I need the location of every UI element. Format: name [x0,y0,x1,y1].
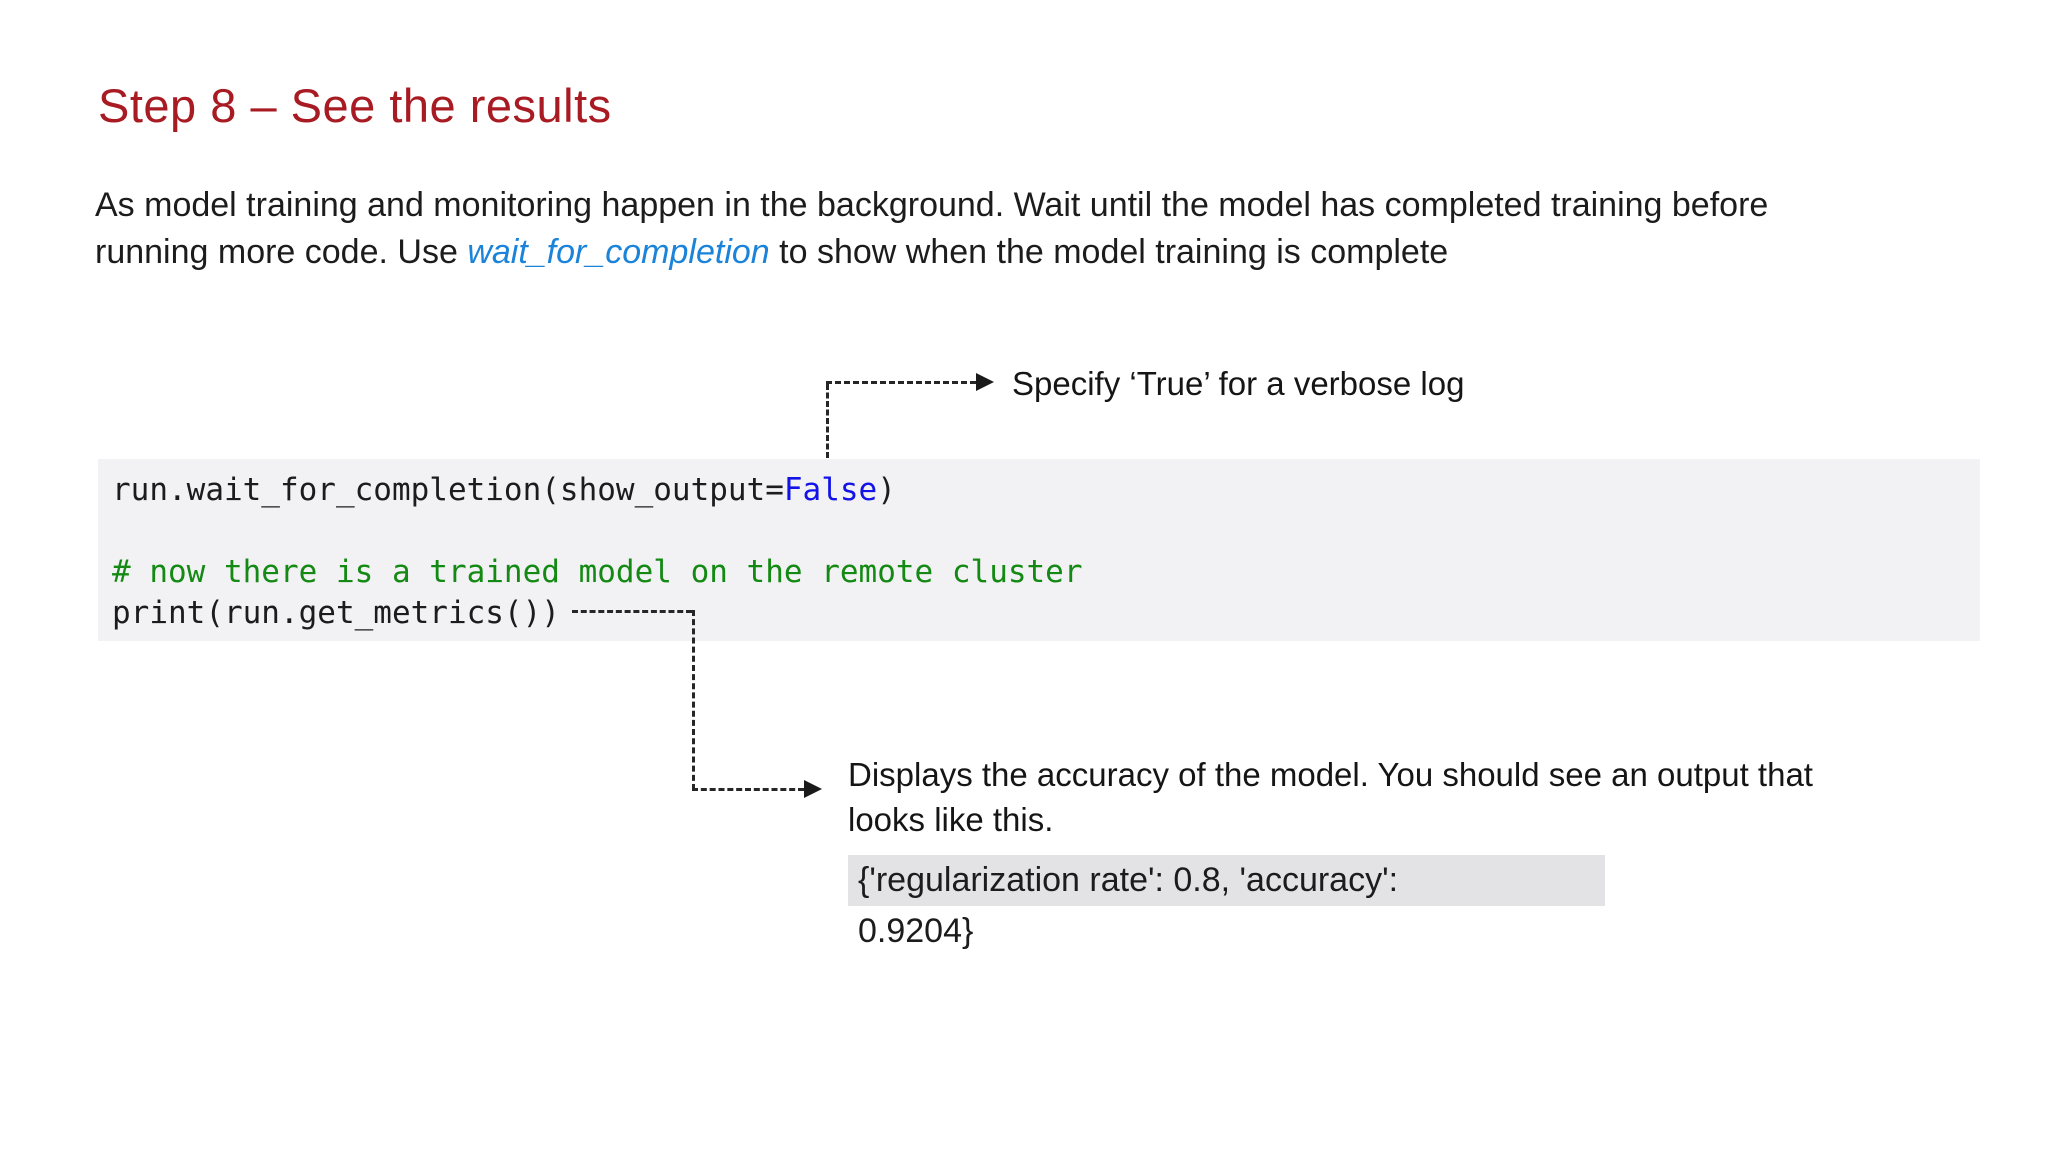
code-comment: # now there is a trained model on the re… [112,554,1083,590]
wait-for-completion-link[interactable]: wait_for_completion [467,233,770,271]
accuracy-note-line1: Displays the accuracy of the model. You … [848,756,1813,793]
code-keyword-false: False [783,472,878,508]
verbose-connector-horizontal-line [826,381,976,384]
metrics-connector-vertical-line [692,610,695,790]
intro-line1: As model training and monitoring happen … [95,186,1769,224]
metrics-connector-horizontal-line-1 [572,610,692,613]
intro-line2-after: to show when the model training is compl… [769,233,1449,271]
metrics-connector-horizontal-line-2 [692,788,804,791]
intro-line2-before: running more code. Use [95,233,468,271]
page-title: Step 8 – See the results [98,79,612,132]
output-sample-line2: 0.9204} [858,912,974,950]
verbose-connector-vertical-line [826,384,829,458]
accuracy-note-line2: looks like this. [848,801,1054,838]
accuracy-note: Displays the accuracy of the model. You … [848,752,1848,842]
code-line1: run.wait_for_completion(show_output=Fals… [112,472,896,508]
code-block: run.wait_for_completion(show_output=Fals… [98,459,1980,641]
intro-paragraph: As model training and monitoring happen … [95,182,2000,276]
arrow-right-icon [804,780,822,798]
output-sample-line1: {'regularization rate': 0.8, 'accuracy': [848,855,1605,906]
arrow-right-icon [976,373,994,391]
code-line1-post: ) [877,472,896,508]
code-line4: print(run.get_metrics()) [112,595,560,631]
verbose-log-note: Specify ‘True’ for a verbose log [1012,365,1465,402]
code-line1-pre: run.wait_for_completion(show_output= [112,472,784,508]
